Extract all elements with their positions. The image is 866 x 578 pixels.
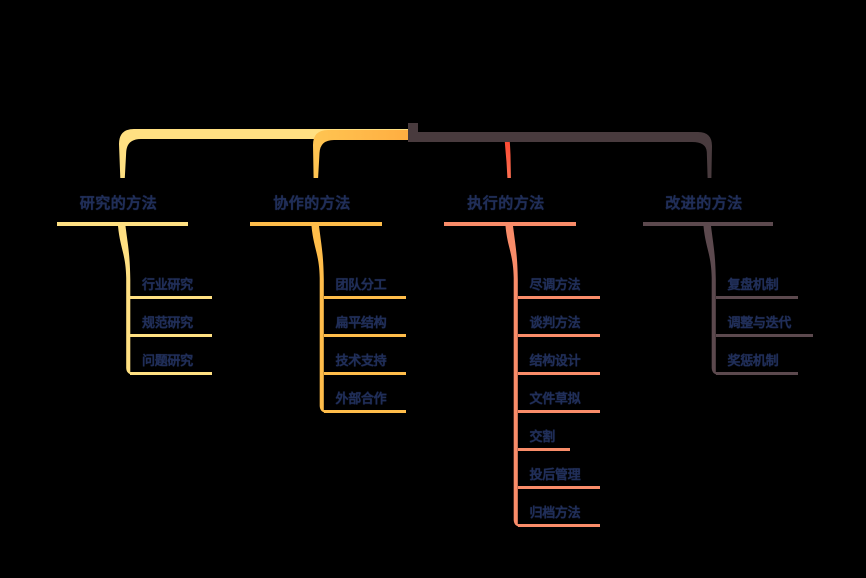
sub-topic-label: 行业研究 <box>142 277 193 292</box>
sub-topic-1-1[interactable]: 扁平结构 <box>323 304 406 337</box>
sub-topic-2-5[interactable]: 投后管理 <box>517 456 600 489</box>
sub-topic-2-0[interactable]: 尽调方法 <box>517 266 600 299</box>
sub-topic-0-1[interactable]: 规范研究 <box>130 304 212 337</box>
sub-topic-label: 文件草拟 <box>529 391 581 406</box>
sub-topic-2-2[interactable]: 结构设计 <box>517 342 600 375</box>
sub-topic-label: 奖惩机制 <box>727 353 779 368</box>
sub-topic-2-4[interactable]: 交割 <box>517 418 570 451</box>
main-topic-label: 改进的方法 <box>665 195 743 212</box>
drop-line-branch-3 <box>703 226 720 375</box>
main-topic-2[interactable]: 执行的方法 <box>444 180 576 226</box>
sub-topic-label: 谈判方法 <box>529 315 581 330</box>
sub-topic-label: 技术支持 <box>335 353 387 368</box>
sub-topic-3-0[interactable]: 复盘机制 <box>715 266 798 299</box>
sub-topic-label: 尽调方法 <box>529 277 581 292</box>
main-topic-1[interactable]: 协作的方法 <box>250 180 382 226</box>
trunk-branch-improve <box>408 132 712 178</box>
sub-topic-2-1[interactable]: 谈判方法 <box>517 304 600 337</box>
sub-topic-1-3[interactable]: 外部合作 <box>323 380 406 413</box>
sub-topic-1-2[interactable]: 技术支持 <box>323 342 406 375</box>
sub-topic-label: 外部合作 <box>335 391 387 406</box>
drop-line-branch-0 <box>118 226 135 375</box>
sub-topic-label: 团队分工 <box>335 277 387 292</box>
sub-topic-2-6[interactable]: 归档方法 <box>517 494 600 527</box>
sub-topic-label: 复盘机制 <box>727 277 779 292</box>
drop-line-branch-2 <box>505 226 522 527</box>
sub-topic-2-3[interactable]: 文件草拟 <box>517 380 600 413</box>
root-node <box>408 123 418 132</box>
main-topic-0[interactable]: 研究的方法 <box>57 180 188 226</box>
sub-topic-3-1[interactable]: 调整与迭代 <box>715 304 813 337</box>
trunk-branch-collaborate <box>313 130 408 178</box>
sub-topic-3-2[interactable]: 奖惩机制 <box>715 342 798 375</box>
trunk-branch-execute <box>504 142 511 178</box>
sub-topic-label: 问题研究 <box>142 353 193 368</box>
sub-topic-label: 扁平结构 <box>335 315 387 330</box>
sub-topic-0-0[interactable]: 行业研究 <box>130 266 212 299</box>
sub-topic-label: 规范研究 <box>142 315 193 330</box>
main-topic-3[interactable]: 改进的方法 <box>643 180 773 226</box>
sub-topic-label: 交割 <box>529 429 556 444</box>
main-topic-label: 研究的方法 <box>79 195 158 212</box>
drop-line-branch-1 <box>311 226 328 413</box>
main-topic-label: 协作的方法 <box>273 195 351 212</box>
sub-topic-0-2[interactable]: 问题研究 <box>130 342 212 375</box>
sub-topic-label: 投后管理 <box>529 467 581 482</box>
sub-topic-1-0[interactable]: 团队分工 <box>323 266 406 299</box>
main-topic-label: 执行的方法 <box>467 195 545 212</box>
sub-topic-label: 调整与迭代 <box>727 315 792 330</box>
sub-topic-label: 结构设计 <box>529 353 581 368</box>
sub-topic-label: 归档方法 <box>529 505 581 520</box>
